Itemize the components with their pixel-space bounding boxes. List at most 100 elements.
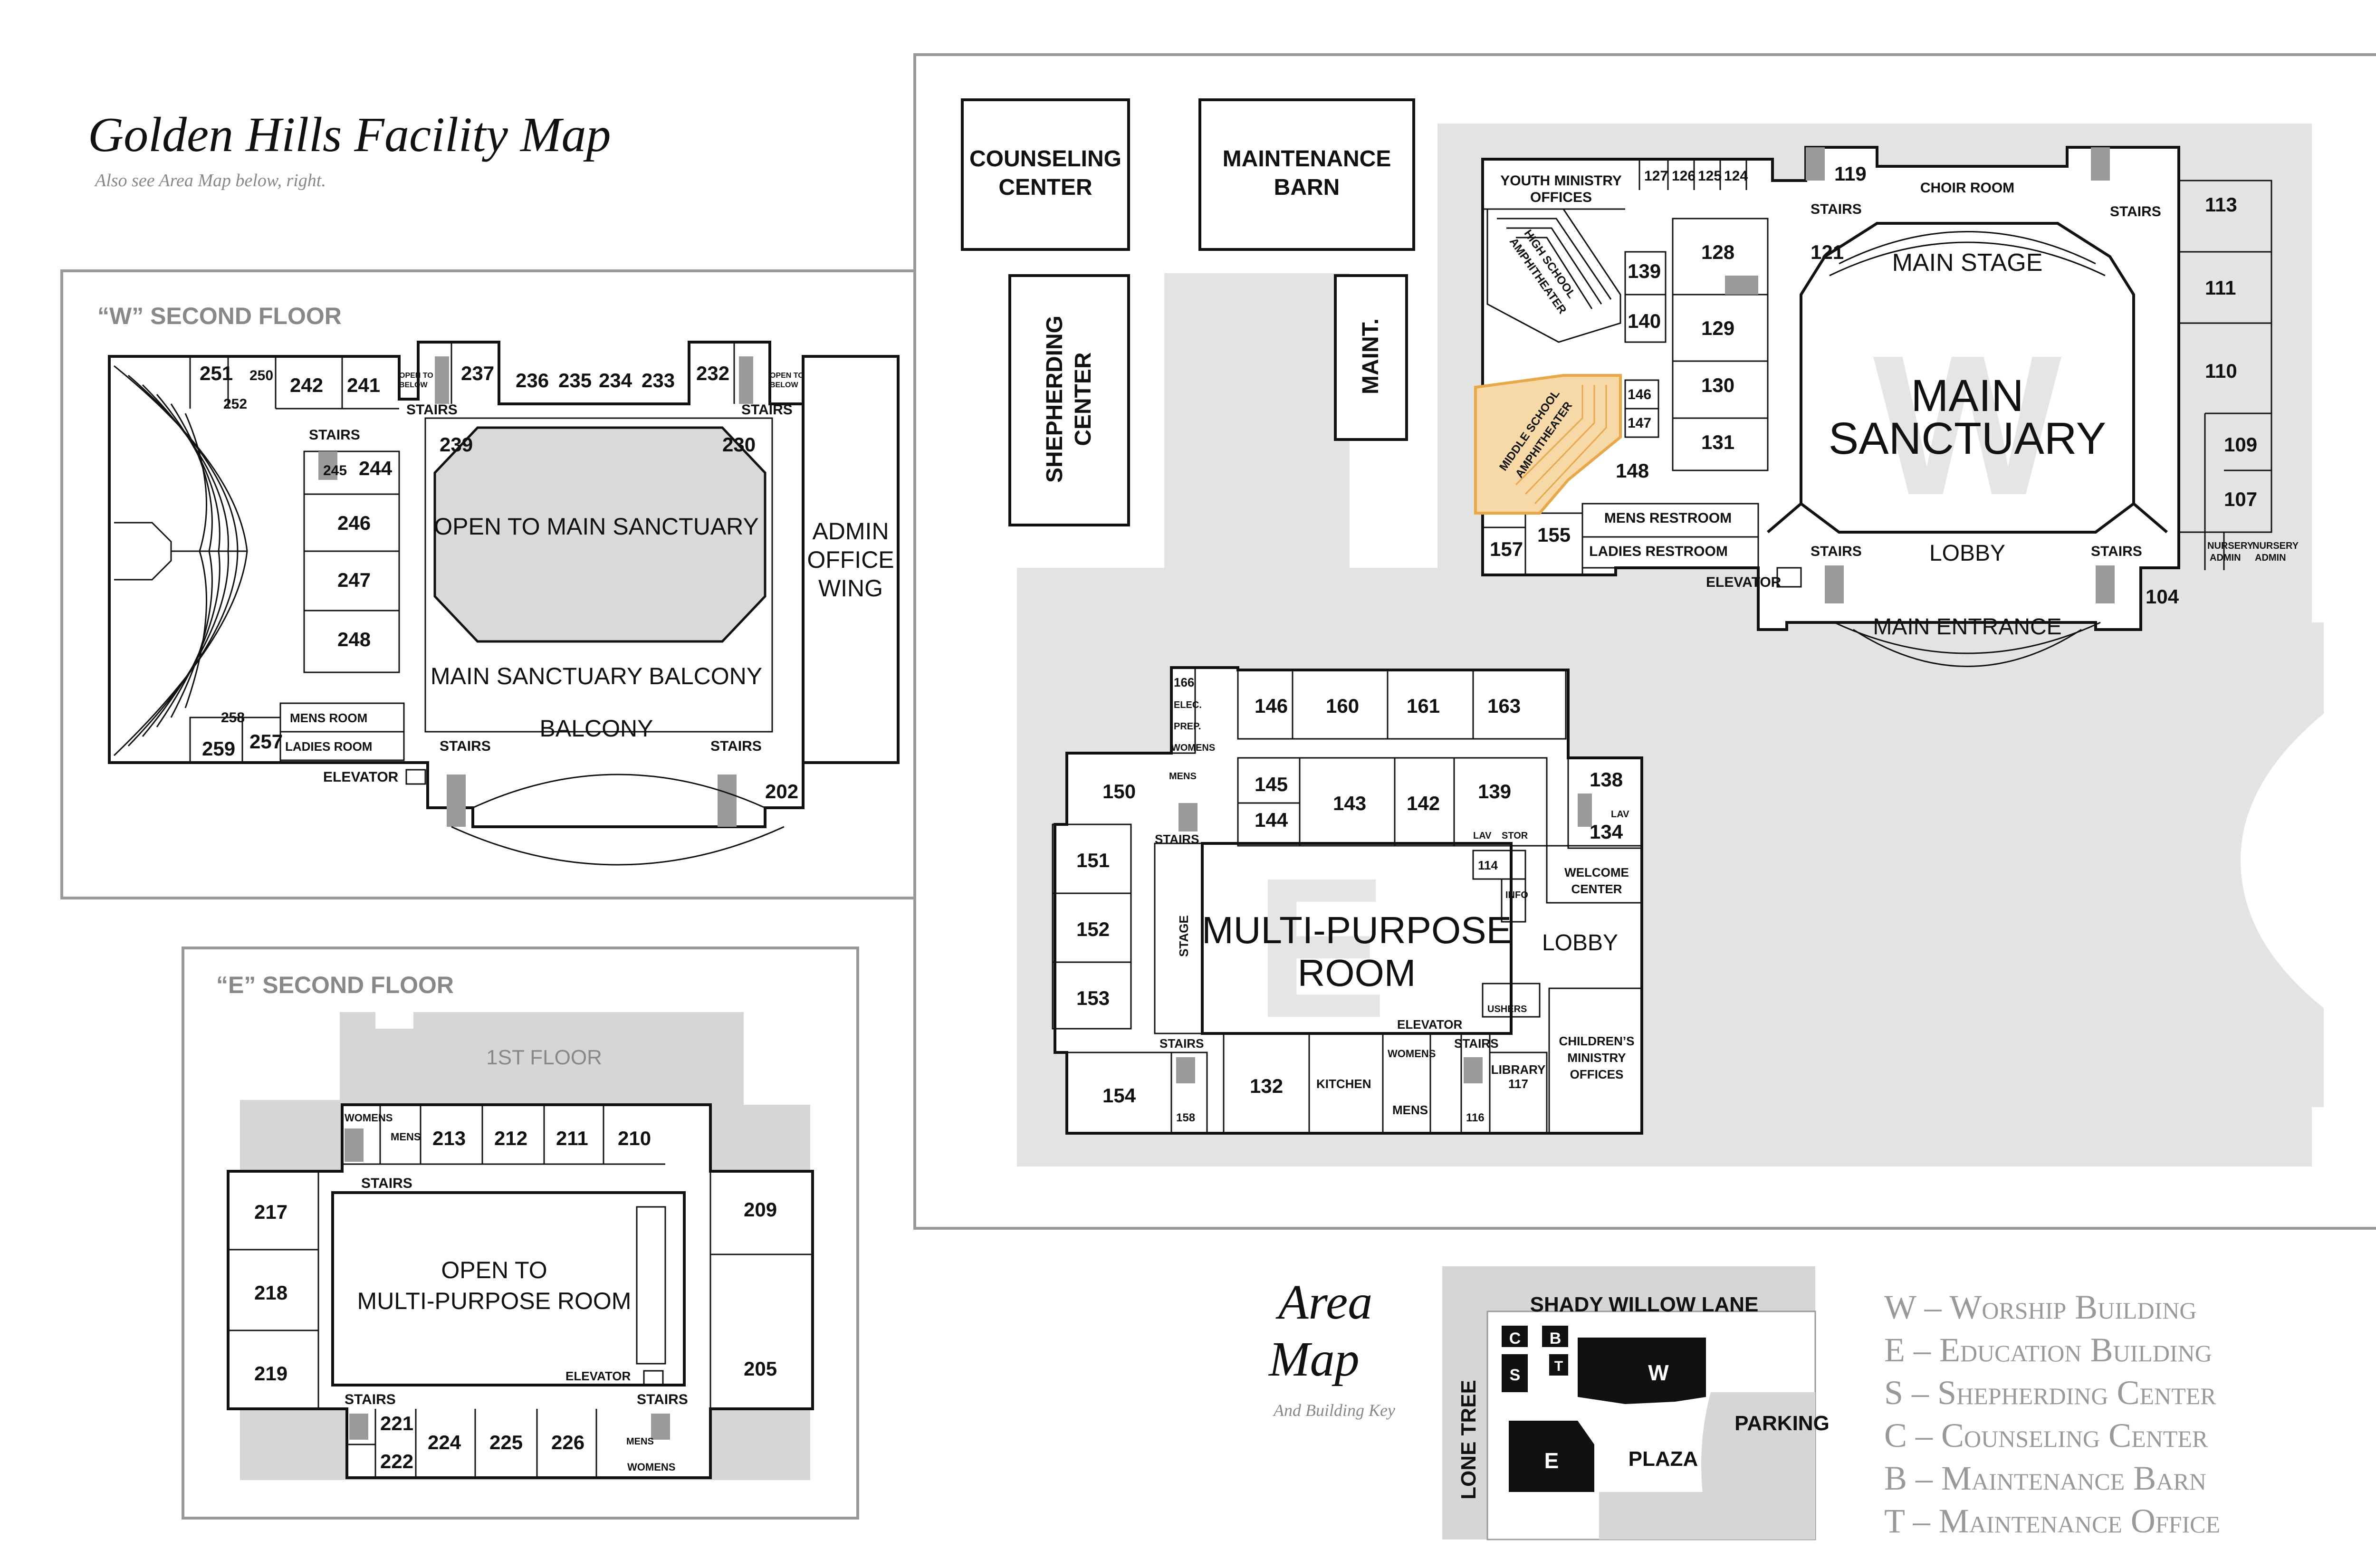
nursery-label: ADMIN [2255, 553, 2286, 563]
open-below-label: OPEN TO [770, 372, 804, 380]
ladies-room-label: LADIES ROOM [285, 739, 372, 754]
room-label: 119 [1834, 163, 1867, 185]
stairs-label: STAIRS [361, 1176, 412, 1191]
room-label: 152 [1076, 918, 1110, 940]
room-label: 163 [1487, 695, 1521, 717]
room-label: 116 [1466, 1111, 1485, 1124]
map-letter: S [1510, 1366, 1521, 1384]
info-label: INFO [1505, 890, 1528, 900]
welcome-label: CENTER [1571, 882, 1622, 896]
room-label: 205 [744, 1358, 777, 1380]
shepherding-label: SHEPHERDING [1042, 316, 1067, 483]
open-to-mpr: OPEN TO [441, 1257, 547, 1283]
campus-panel: COUNSELING CENTER MAINTENANCE BARN SHEPH… [913, 53, 2376, 1230]
room-label: 140 [1628, 310, 1661, 332]
room-label: 107 [2224, 488, 2257, 510]
e-second-heading: “E” SECOND FLOOR [216, 972, 454, 998]
lav-label: LAV [1611, 809, 1629, 820]
stairs-label: STAIRS [440, 738, 491, 754]
barn-label: MAINTENANCE [1223, 146, 1391, 172]
lobby-label: LOBBY [1542, 930, 1618, 956]
room-label: 143 [1333, 792, 1366, 814]
room-label: 222 [380, 1450, 413, 1472]
room-label: 121 [1811, 241, 1844, 263]
room-label: 236 [516, 369, 549, 392]
area-map-title: Map [1268, 1332, 1360, 1386]
youth-label: OFFICES [1530, 190, 1592, 205]
room-label: 248 [337, 628, 371, 650]
room-label: 210 [618, 1127, 651, 1149]
room-label: 151 [1076, 849, 1110, 871]
room-label: 144 [1255, 809, 1288, 831]
room-label: 130 [1701, 374, 1734, 396]
room-label: 212 [494, 1127, 527, 1149]
nursery-label: NURSERY [2252, 541, 2299, 551]
kitchen-label: KITCHEN [1316, 1077, 1371, 1091]
nursery-label: NURSERY [2207, 541, 2254, 551]
room-label: 209 [744, 1198, 777, 1221]
room-label: 153 [1076, 987, 1110, 1009]
room-label: 250 [249, 368, 273, 383]
room-label: 225 [489, 1431, 523, 1453]
room-label: 226 [551, 1431, 584, 1453]
key-entry: E – Education Building [1884, 1331, 2212, 1369]
plaza-label: PLAZA [1629, 1447, 1698, 1471]
room-label: 147 [1628, 415, 1651, 431]
admin-label: OFFICE [807, 546, 894, 573]
admin-label: WING [818, 575, 883, 602]
main-sanctuary-label: SANCTUARY [1829, 413, 2106, 464]
stairs-label: STAIRS [637, 1392, 688, 1407]
room-label: 239 [440, 433, 473, 456]
maint-label: MAINT. [1358, 318, 1383, 394]
room-label: 234 [599, 369, 632, 392]
mpr-label: ROOM [1298, 952, 1416, 994]
room-label: 251 [200, 362, 233, 384]
room-label: 126 [1672, 168, 1696, 184]
room-label: 247 [337, 569, 371, 591]
area-map-subtitle: And Building Key [1273, 1401, 1395, 1420]
room-label: 233 [642, 369, 675, 392]
elevator-label: ELEVATOR [565, 1369, 631, 1383]
room-label: 242 [290, 374, 323, 396]
counseling-label: CENTER [998, 175, 1092, 200]
room-label: 104 [2146, 585, 2179, 608]
room-label: 232 [696, 362, 729, 384]
map-letter: T [1554, 1358, 1563, 1374]
education-letter: E [1255, 837, 1388, 1060]
shepherding-label: CENTER [1071, 352, 1096, 446]
stairs-label: STAIRS [710, 738, 762, 754]
first-floor-label: 1ST FLOOR [486, 1046, 602, 1069]
womens-label: WOMENS [1388, 1048, 1436, 1060]
mens-label: MENS [1392, 1103, 1428, 1117]
main-entrance-label: MAIN ENTRANCE [1873, 614, 2061, 640]
room-label: 124 [1724, 168, 1748, 184]
childrens-label: CHILDREN’S [1559, 1034, 1635, 1048]
street-label: SHADY WILLOW LANE [1530, 1293, 1759, 1316]
stairs-label: STAIRS [1811, 201, 1862, 217]
room-label: 155 [1537, 524, 1571, 546]
room-label: 213 [432, 1127, 466, 1149]
room-label: 235 [558, 369, 592, 392]
room-label: 138 [1590, 768, 1623, 791]
womens-label: WOMENS [627, 1461, 675, 1473]
room-label: 237 [461, 362, 494, 384]
open-below-label: OPEN TO [399, 372, 433, 380]
mens-label: MENS [391, 1131, 421, 1143]
key-entry: W – Worship Building [1884, 1288, 2196, 1326]
room-label: 219 [254, 1362, 287, 1385]
room-label: 132 [1250, 1075, 1283, 1097]
middle-school-amphitheater-highlight[interactable] [1474, 374, 1622, 515]
welcome-label: WELCOME [1564, 865, 1629, 880]
room-label: 230 [722, 433, 756, 456]
room-label: 148 [1616, 459, 1649, 482]
main-sanctuary-balcony: MAIN SANCTUARY BALCONY [431, 663, 762, 689]
room-label: 145 [1255, 773, 1288, 795]
room-label: 110 [2205, 360, 2237, 382]
room-label: 246 [337, 512, 371, 534]
room-label: 114 [1478, 858, 1498, 872]
counseling-label: COUNSELING [969, 146, 1121, 172]
room-label: 139 [1628, 260, 1661, 282]
worship-letter: W [1873, 314, 2063, 537]
elevator-label: ELEVATOR [1706, 574, 1782, 590]
room-label: 157 [1490, 538, 1523, 560]
